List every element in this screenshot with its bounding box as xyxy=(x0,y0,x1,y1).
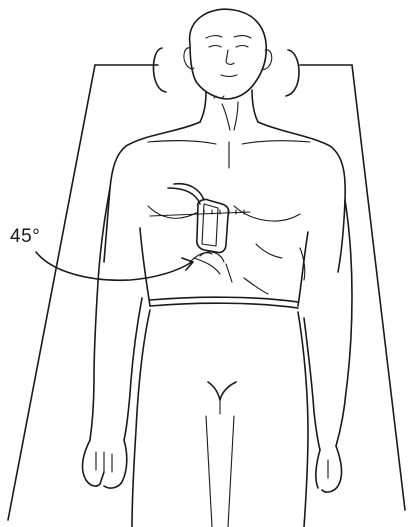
patient-neck xyxy=(200,90,258,130)
patient-legs xyxy=(132,310,308,527)
angle-label: 45° xyxy=(10,226,40,248)
exam-table xyxy=(8,65,405,520)
angle-arrow xyxy=(36,252,193,280)
headrest xyxy=(153,48,299,96)
patient-torso xyxy=(104,122,345,308)
ultrasound-probe-icon xyxy=(168,184,229,262)
patient-head xyxy=(184,9,272,99)
patient-arms xyxy=(83,188,352,492)
